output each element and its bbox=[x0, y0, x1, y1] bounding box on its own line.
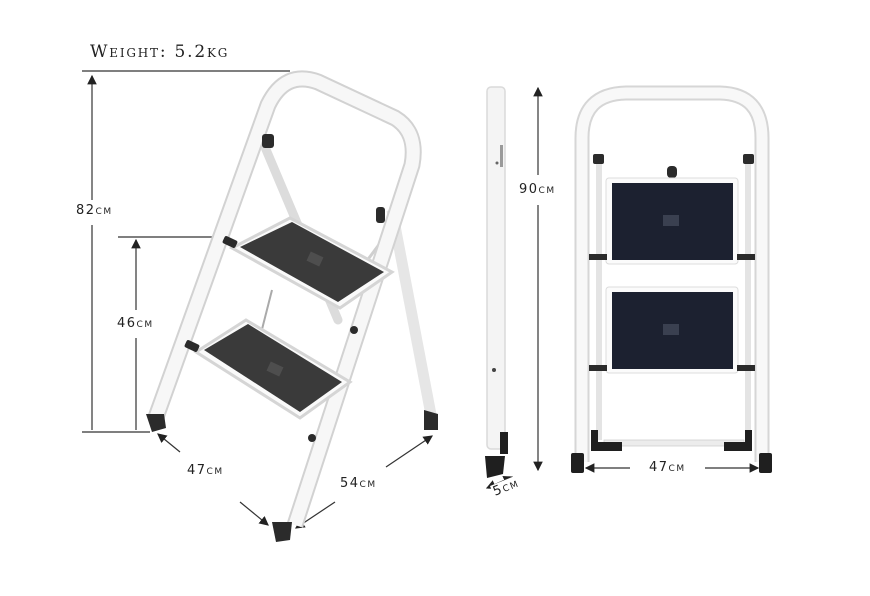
step-height-label: 46cm bbox=[116, 316, 155, 331]
base-width-label: 47cm bbox=[186, 463, 225, 478]
base-depth-label: 54cm bbox=[339, 476, 378, 491]
folded-height-label: 90cm bbox=[518, 182, 557, 197]
front-ladder bbox=[571, 85, 772, 473]
perspective-dimension-lines bbox=[82, 70, 433, 529]
total-height-label: 82cm bbox=[75, 203, 114, 218]
weight-label: Weight: 5.2kg bbox=[90, 42, 230, 62]
side-folded-ladder bbox=[485, 86, 508, 478]
perspective-ladder bbox=[146, 70, 438, 542]
front-width-label: 47cm bbox=[648, 460, 687, 475]
